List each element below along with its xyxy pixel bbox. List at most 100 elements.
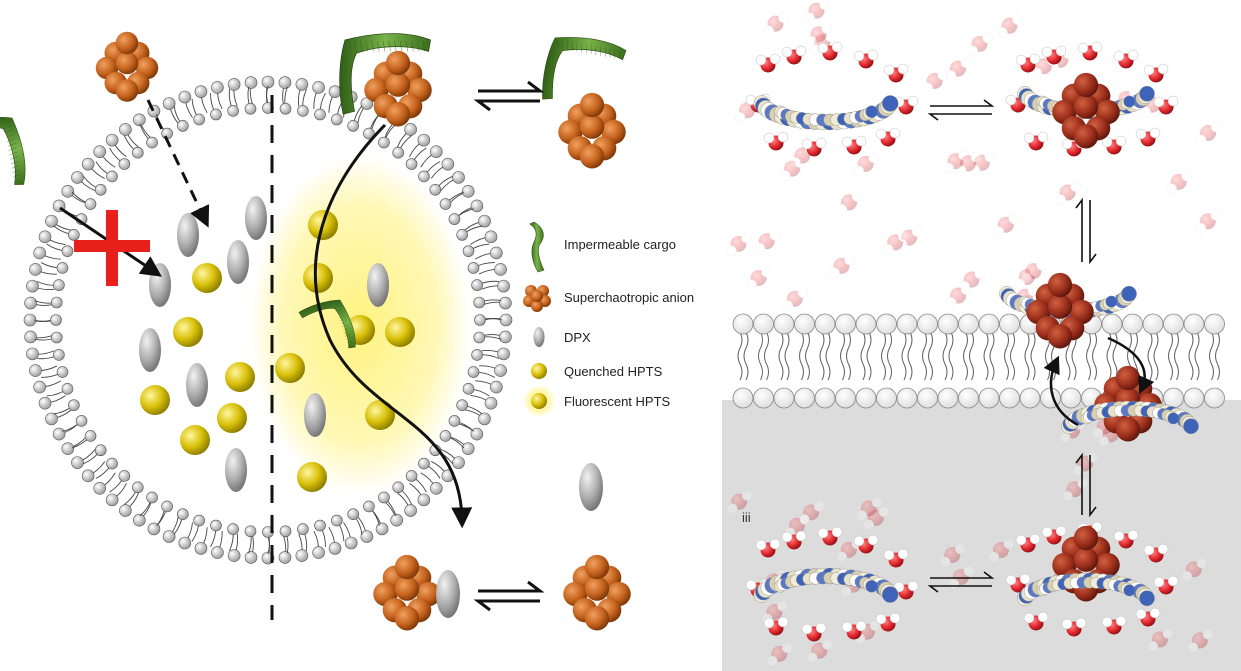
water-molecule — [939, 543, 966, 568]
dpx-molecule — [177, 213, 199, 257]
lipid-head — [347, 508, 359, 520]
water-molecule — [726, 232, 752, 257]
lipid-head — [418, 457, 430, 470]
lipid-head — [497, 347, 510, 361]
lipid-head — [210, 519, 222, 532]
membrane-lipid-head — [835, 387, 856, 409]
lipid-head — [56, 262, 69, 274]
lipid-head — [119, 504, 132, 517]
impermeable-cargo-free — [542, 37, 627, 100]
water-molecule — [1147, 628, 1174, 652]
lipid-head — [405, 158, 418, 170]
lipid-head — [497, 279, 510, 293]
vesicle-bilayer — [23, 75, 513, 565]
lipid-head — [484, 230, 498, 244]
lipid-head — [29, 364, 42, 377]
lipid-head — [193, 514, 205, 527]
lipid-head — [478, 214, 491, 228]
lipid-head — [417, 133, 431, 147]
lipid-head — [38, 396, 52, 410]
lipid-head — [56, 366, 69, 378]
cyclodextrin-bound-membrane-lower — [1061, 400, 1199, 435]
lipid-head — [462, 383, 475, 395]
membrane-lipid-head — [753, 313, 774, 335]
lipid-head — [61, 383, 74, 395]
lipid-head — [439, 198, 452, 210]
lipid-head — [312, 81, 325, 94]
anion-in-cyclodextrin-membrane-upper — [1026, 272, 1094, 349]
lipid-head — [71, 456, 84, 469]
lipid-head — [297, 105, 309, 117]
cyclodextrin-free-bottom — [753, 567, 899, 603]
lipid-head — [363, 127, 375, 140]
lipid-head — [81, 469, 95, 483]
water-molecule — [726, 490, 753, 514]
lipid-head — [392, 481, 405, 494]
lipid-head — [331, 113, 343, 126]
membrane-lipid-head — [917, 313, 938, 335]
membrane-lipid-head — [978, 313, 1000, 335]
lipid-head — [474, 314, 486, 326]
lipid-head — [118, 158, 131, 170]
lipid-head — [52, 427, 66, 441]
lipid-head — [227, 78, 241, 91]
hpts-molecule — [365, 400, 395, 430]
impermeable-cargo-left — [0, 117, 26, 185]
lipid-head — [71, 171, 84, 184]
lipid-head — [499, 330, 512, 344]
equilibrium-arrow-right-bottom — [927, 571, 995, 593]
superchaotropic-anion-top — [95, 31, 159, 102]
hpts-molecule — [275, 353, 305, 383]
hpts-molecule — [225, 362, 255, 392]
membrane-lipid-head — [773, 387, 795, 409]
lipid-head — [360, 530, 374, 543]
lipid-head — [471, 349, 483, 361]
lipid-head — [499, 313, 513, 327]
membrane-lipid-head — [753, 387, 774, 409]
lipid-head — [470, 199, 484, 213]
membrane-lipid-head — [1204, 313, 1225, 335]
dpx-molecule — [304, 393, 326, 437]
membrane-lipid-head — [814, 313, 836, 335]
dpx-released — [579, 463, 603, 511]
dpx-molecule — [227, 240, 249, 284]
fluorescent-hpts-icon — [523, 385, 555, 417]
lipid-head — [68, 399, 80, 411]
hpts-molecule — [180, 425, 210, 455]
lipid-head — [462, 245, 475, 257]
water-molecule — [967, 32, 993, 57]
lipid-head — [473, 331, 486, 344]
lipid-head — [93, 481, 107, 495]
water-molecule — [882, 231, 909, 255]
lipid-head — [278, 76, 292, 89]
right-panel: iii — [722, 0, 1241, 671]
lipid-head — [363, 500, 375, 513]
lipid-head — [494, 263, 507, 276]
membrane-lipid-head — [896, 387, 918, 409]
lipid-head — [328, 85, 342, 98]
water-molecule — [853, 152, 879, 177]
lipid-head — [24, 330, 37, 344]
equilibrium-arrow-top — [473, 80, 545, 112]
lipid-head — [429, 481, 443, 495]
membrane-lipid-head — [876, 387, 897, 409]
lipid-head — [29, 263, 42, 276]
water-molecule — [746, 266, 772, 291]
lipid-head — [261, 75, 275, 89]
lipid-head — [484, 396, 498, 410]
hpts-molecule — [297, 462, 327, 492]
lipid-head — [61, 185, 75, 198]
lipid-head — [106, 170, 118, 183]
legend-label-dpx: DPX — [564, 330, 591, 345]
lipid-head — [331, 514, 343, 527]
water-molecule — [807, 639, 833, 663]
lipid-head — [75, 415, 88, 427]
lipid-head — [494, 364, 507, 377]
lipid-head — [94, 183, 107, 196]
lipid-head — [467, 366, 480, 378]
hpts-molecule — [385, 317, 415, 347]
membrane-lipid-head — [958, 313, 979, 335]
anion-entry-arrow — [146, 99, 210, 228]
lipid-head — [452, 171, 465, 184]
lipid-head — [314, 108, 326, 121]
